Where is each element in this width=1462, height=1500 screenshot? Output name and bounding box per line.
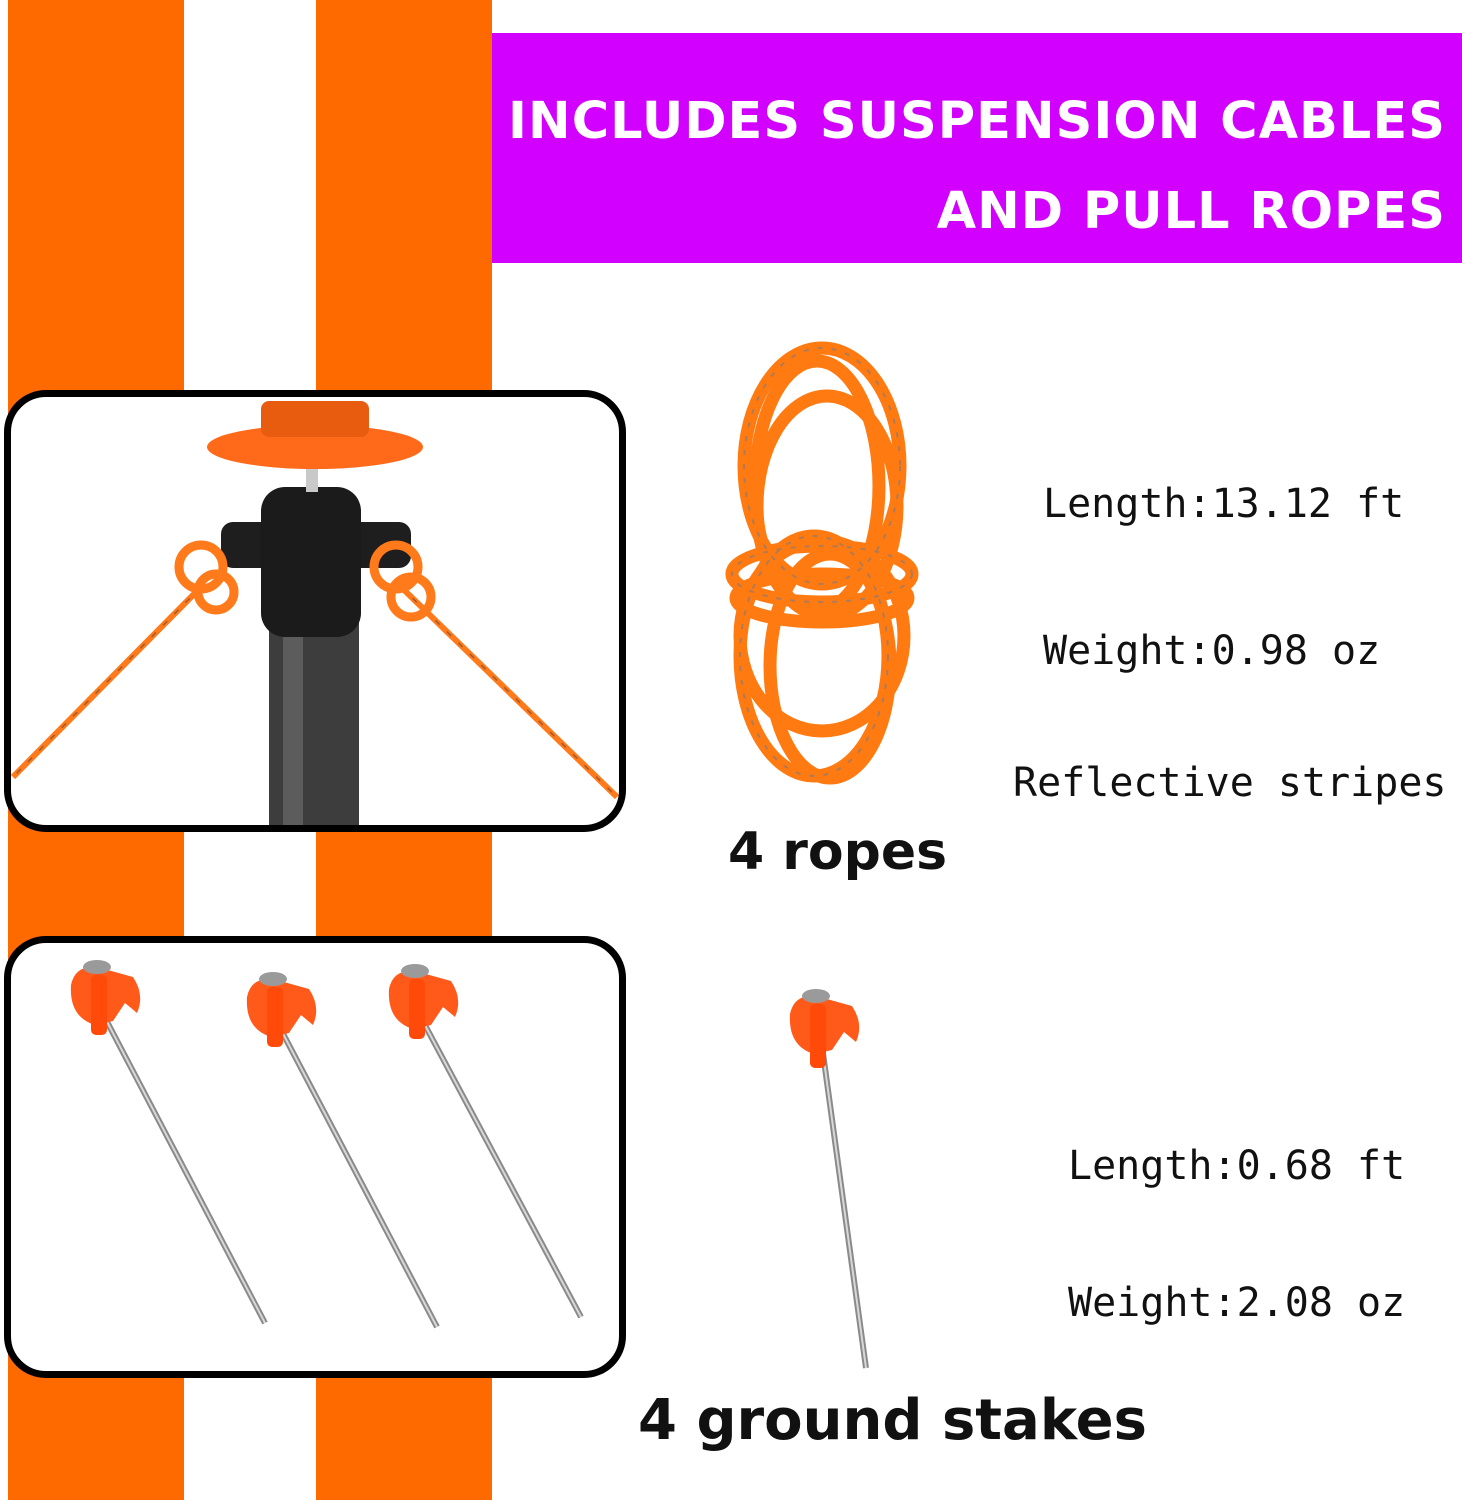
banner-line-2: AND PULL ROPES (936, 182, 1446, 241)
pole-top-photo-panel (4, 390, 626, 832)
banner-line-1: INCLUDES SUSPENSION CABLES (508, 92, 1446, 151)
title-banner: INCLUDES SUSPENSION CABLES AND PULL ROPE… (492, 33, 1462, 263)
stake-count-label: 4 ground stakes (638, 1388, 1147, 1453)
stake-1 (70, 960, 268, 1325)
stake-3 (388, 964, 584, 1319)
pole-top-with-ropes-image (11, 401, 619, 825)
stake-weight-spec: Weight:2.08 oz (1068, 1280, 1406, 1326)
rope-length-spec: Length:13.12 ft (1043, 481, 1405, 527)
stake-length-spec: Length:0.68 ft (1068, 1143, 1406, 1189)
banner-title: INCLUDES SUSPENSION CABLES AND PULL ROPE… (506, 77, 1446, 257)
three-stakes-image (70, 960, 584, 1329)
rope-coil-image (722, 336, 922, 791)
rope-reflective-spec: Reflective stripes (1013, 760, 1447, 806)
stakes-photo-panel (4, 936, 626, 1378)
single-stake-image (774, 984, 874, 1374)
stake-2 (246, 972, 440, 1329)
rope-count-label: 4 ropes (728, 822, 948, 882)
rope-weight-spec: Weight:0.98 oz (1043, 628, 1381, 674)
